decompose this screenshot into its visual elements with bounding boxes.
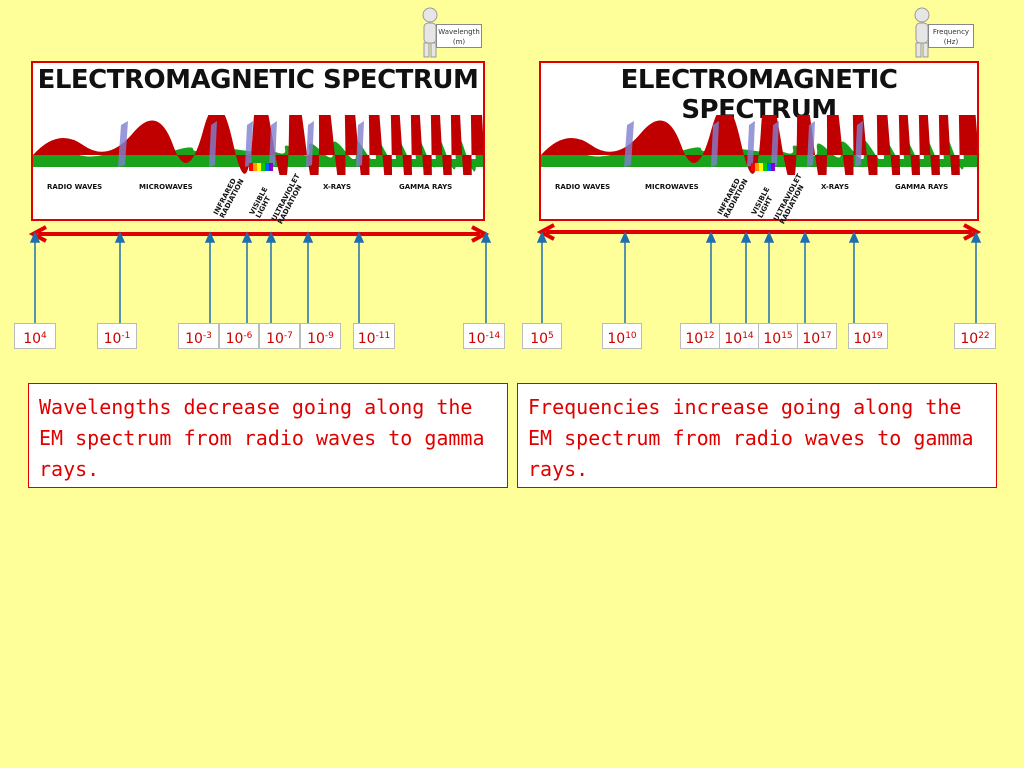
frequency-caption-box: Frequencies increase going along the EM … bbox=[517, 383, 997, 488]
tick-label-7: 10-11 bbox=[353, 323, 395, 349]
range-arrow-right-head bbox=[963, 223, 982, 241]
frequency-arrows bbox=[536, 223, 982, 323]
tick-label-3: 10-3 bbox=[178, 323, 219, 349]
frequency-sign-board: Frequency (Hz) bbox=[928, 24, 974, 48]
tick-label-2: 10-1 bbox=[97, 323, 137, 349]
tick-label-1: 105 bbox=[522, 323, 562, 349]
band-microwaves: MICROWAVES bbox=[645, 183, 699, 191]
tick-label-6: 10-9 bbox=[300, 323, 341, 349]
tick-label-6: 1017 bbox=[797, 323, 837, 349]
sign-line-2: (m) bbox=[452, 38, 466, 46]
band-microwaves: MICROWAVES bbox=[139, 183, 193, 191]
tick-label-7: 1019 bbox=[848, 323, 888, 349]
wavelength-sign: Wavelength (m) bbox=[418, 6, 482, 58]
sign-line-2: (Hz) bbox=[943, 38, 959, 46]
sign-line-1: Wavelength bbox=[438, 28, 480, 36]
spectrum-wave-illustration bbox=[33, 115, 483, 175]
band-gamma-rays: GAMMA RAYS bbox=[399, 183, 453, 191]
wavelength-sign-board: Wavelength (m) bbox=[436, 24, 482, 48]
band-x-rays: X-RAYS bbox=[323, 183, 351, 191]
spectrum-image: ELECTROMAGNETIC SPECTRUM RADIO WAVES MIC… bbox=[31, 61, 485, 226]
tick-label-4: 1014 bbox=[719, 323, 759, 349]
frequency-panel: Frequency (Hz) ELECTROMAGNETIC SPECTRUM … bbox=[508, 0, 1020, 768]
sign-line-1: Frequency bbox=[932, 28, 970, 36]
spectrum-title: ELECTROMAGNETIC SPECTRUM bbox=[620, 65, 898, 125]
band-gamma-rays: GAMMA RAYS bbox=[895, 183, 949, 191]
frequency-caption: Frequencies increase going along the EM … bbox=[528, 395, 974, 481]
spectrum-wave-illustration bbox=[541, 115, 977, 175]
frequency-sign: Frequency (Hz) bbox=[910, 6, 974, 58]
tick-label-8: 1022 bbox=[954, 323, 996, 349]
wavelength-caption: Wavelengths decrease going along the EM … bbox=[39, 395, 485, 481]
tick-label-4: 10-6 bbox=[219, 323, 259, 349]
tick-label-2: 1010 bbox=[602, 323, 642, 349]
band-radio-waves: RADIO WAVES bbox=[555, 183, 611, 191]
range-arrow-left-head bbox=[536, 223, 555, 241]
tick-label-3: 1012 bbox=[680, 323, 720, 349]
wavelength-arrows bbox=[28, 225, 492, 323]
tick-label-5: 1015 bbox=[758, 323, 798, 349]
tick-label-5: 10-7 bbox=[259, 323, 300, 349]
wavelength-caption-box: Wavelengths decrease going along the EM … bbox=[28, 383, 508, 488]
tick-label-8: 10-14 bbox=[463, 323, 505, 349]
band-x-rays: X-RAYS bbox=[821, 183, 849, 191]
spectrum-image: ELECTROMAGNETIC SPECTRUM RADIO WAVES MIC… bbox=[539, 61, 979, 226]
spectrum-title: ELECTROMAGNETIC SPECTRUM bbox=[37, 65, 479, 95]
wavelength-panel: Wavelength (m) ELECTROMAGNETIC SPECTRUM … bbox=[14, 6, 508, 488]
range-arrow-left-head bbox=[28, 225, 47, 243]
tick-label-1: 104 bbox=[14, 323, 56, 349]
band-radio-waves: RADIO WAVES bbox=[47, 183, 103, 191]
